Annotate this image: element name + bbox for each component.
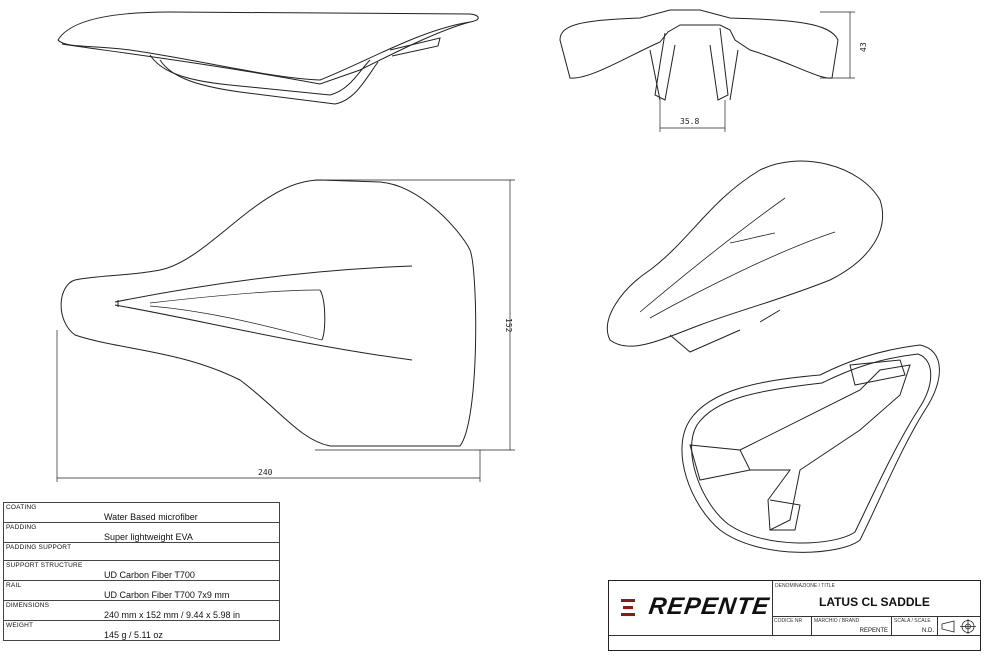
spec-row-padding: PADDING Super lightweight EVA [3, 522, 280, 543]
dim-width: 152 [504, 318, 513, 333]
scale-label: SCALA / SCALE [894, 618, 931, 624]
code-cell: CODICE NR [772, 617, 812, 636]
brand-logo: REPENTE [609, 581, 773, 635]
title-block-footer [609, 635, 980, 636]
spec-label: WEIGHT [6, 622, 34, 629]
title-block-info-row: CODICE NR MARCHIO / BRAND REPENTE SCALA /… [772, 616, 980, 636]
first-angle-projection-icon [941, 619, 976, 634]
brand-label: MARCHIO / BRAND [814, 618, 860, 624]
spec-value: 145 g / 5.11 oz [104, 630, 163, 640]
scale-value: N.D. [922, 628, 934, 634]
spec-label: SUPPORT STRUCTURE [6, 562, 83, 569]
spec-label: DIMENSIONS [6, 602, 50, 609]
spec-row-padding-support: PADDING SUPPORT [3, 542, 280, 561]
spec-value: Super lightweight EVA [104, 532, 193, 542]
spec-value: Water Based microfiber [104, 512, 198, 522]
spec-row-rail: RAIL UD Carbon Fiber T700 7x9 mm [3, 580, 280, 601]
spec-label: PADDING SUPPORT [6, 544, 72, 551]
dim-height: 43 [859, 42, 868, 52]
spec-label: RAIL [6, 582, 22, 589]
spec-row-dimensions: DIMENSIONS 240 mm x 152 mm / 9.44 x 5.98 … [3, 600, 280, 621]
isometric-bottom-view [681, 344, 940, 553]
scale-cell: SCALA / SCALE N.D. [892, 617, 938, 636]
dim-length: 240 [258, 468, 273, 477]
spec-value: UD Carbon Fiber T700 [104, 570, 195, 580]
spec-row-weight: WEIGHT 145 g / 5.11 oz [3, 620, 280, 641]
front-view [559, 9, 855, 132]
code-label: CODICE NR [774, 618, 803, 624]
spec-row-coating: COATING Water Based microfiber [3, 502, 280, 523]
logo-bars-icon [621, 599, 635, 620]
dim-rail-width: 35.8 [680, 117, 699, 126]
title-label: DENOMINAZIONE / TITLE [775, 583, 835, 589]
brand-cell: MARCHIO / BRAND REPENTE [812, 617, 892, 636]
brand-wordmark: REPENTE [647, 593, 772, 620]
brand-value: REPENTE [859, 628, 888, 634]
top-view [56, 179, 515, 482]
title-block: REPENTE DENOMINAZIONE / TITLE LATUS CL S… [608, 580, 981, 651]
isometric-top-view [606, 160, 884, 353]
spec-table: COATING Water Based microfiber PADDING Sup… [3, 502, 280, 641]
drawing-title: LATUS CL SADDLE [819, 595, 930, 609]
spec-row-support-structure: SUPPORT STRUCTURE UD Carbon Fiber T700 [3, 560, 280, 581]
spec-value: 240 mm x 152 mm / 9.44 x 5.98 in [104, 610, 241, 620]
spec-value: UD Carbon Fiber T700 7x9 mm [104, 590, 230, 600]
spec-label: COATING [6, 504, 37, 511]
side-view [57, 11, 479, 105]
spec-label: PADDING [6, 524, 37, 531]
